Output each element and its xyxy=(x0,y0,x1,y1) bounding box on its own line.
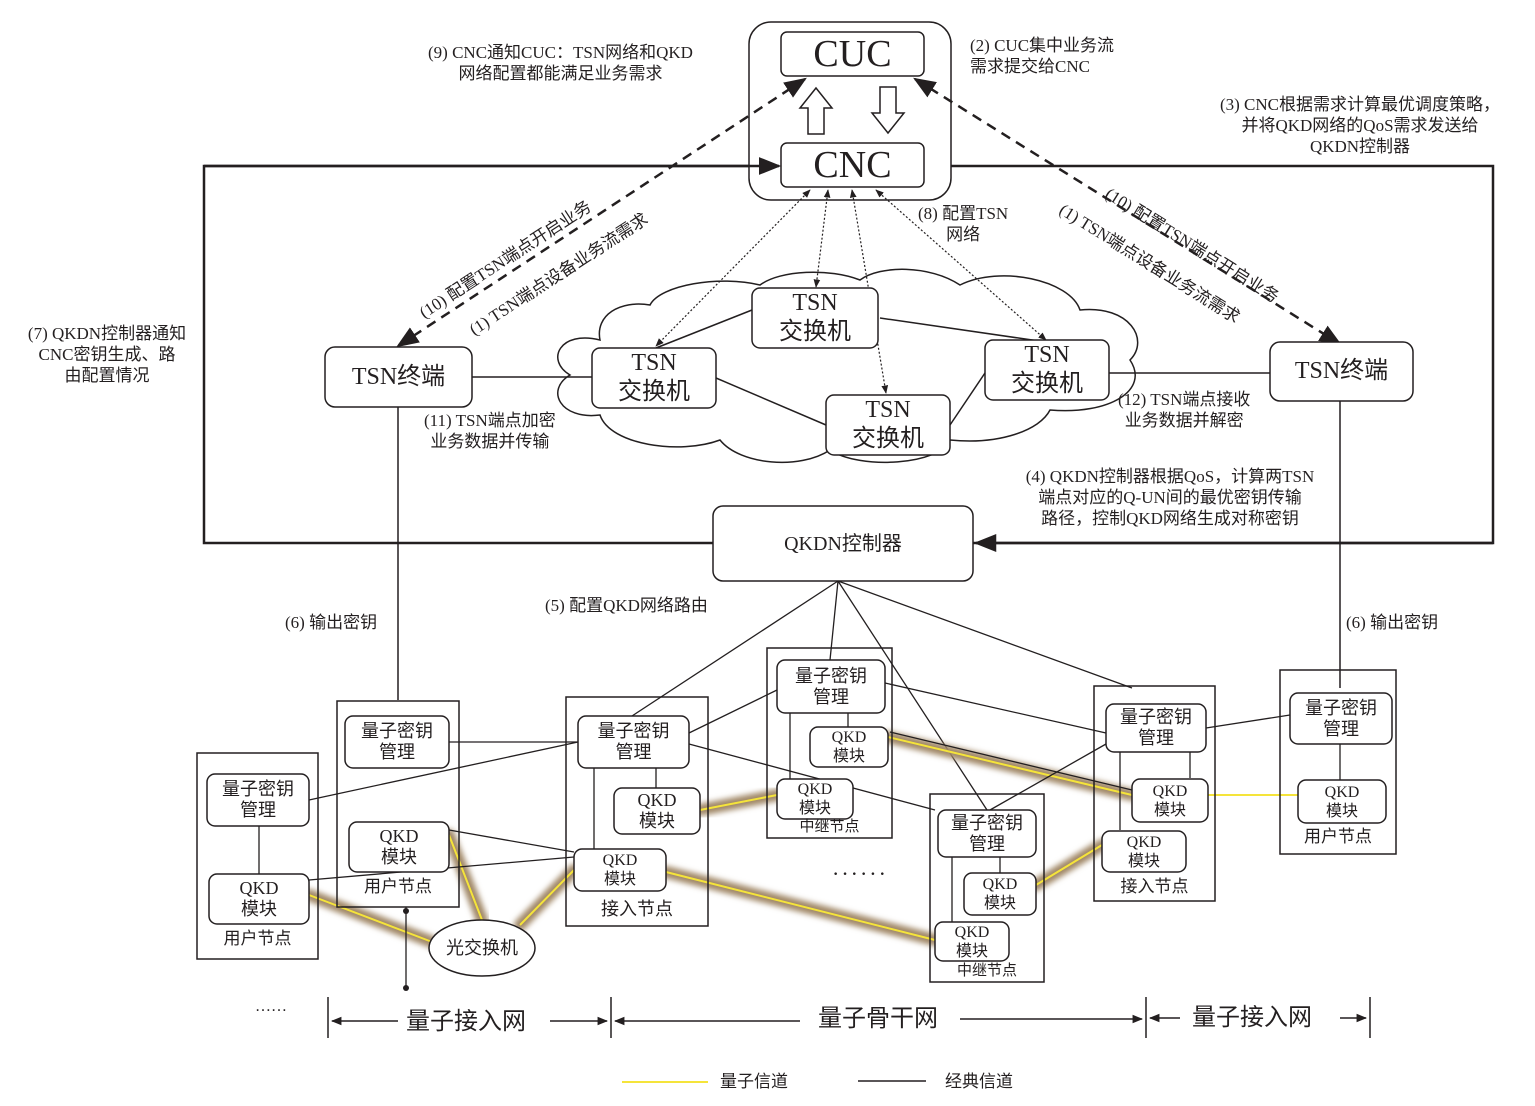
key-management-4-label: 量子密钥 管理 xyxy=(795,665,867,707)
step-5-label: (5) 配置QKD网络路由 xyxy=(545,596,708,615)
quantum-channels xyxy=(303,731,1304,951)
classical-links xyxy=(258,682,1341,988)
dotted-config-arrows xyxy=(655,189,1047,394)
tsn-switch-1-box[interactable] xyxy=(591,347,717,409)
dots-ellipsis: ······ xyxy=(832,861,888,886)
key-management-7-label: 量子密钥 管理 xyxy=(1305,697,1377,739)
step-2-label: (2) CUC集中业务流 需求提交给CNC xyxy=(970,36,1115,76)
quantum-channel-1 xyxy=(308,894,441,946)
node-containers xyxy=(196,647,1397,983)
user-node-3-caption: 用户节点 xyxy=(1304,827,1372,846)
segment-access-left-label: 量子接入网 xyxy=(406,1009,526,1035)
qkdn-control-links xyxy=(631,580,1133,811)
optical-switch-label: 光交换机 xyxy=(446,938,518,958)
access-node-2-caption: 接入节点 xyxy=(1120,877,1189,896)
qkdn-controller-label: QKDN控制器 xyxy=(784,532,902,555)
qkd-module-3-label: QKD 模块 xyxy=(602,852,638,888)
dashed-arrow-cuc-left-endpoint xyxy=(396,77,807,348)
qkd-module-5-label: QKD 模块 xyxy=(797,781,833,817)
segment-access-right-label: 量子接入网 xyxy=(1192,1005,1312,1031)
key-management-2-label: 量子密钥 管理 xyxy=(361,721,433,762)
key-management-1-label: 量子密钥 管理 xyxy=(222,779,294,820)
qkd-module-8-box[interactable] xyxy=(963,872,1037,916)
key-management-2-box[interactable] xyxy=(344,715,450,769)
qkd-module-2-label: QKD 模块 xyxy=(379,826,419,867)
key-management-1-box[interactable] xyxy=(206,773,310,827)
qkd-module-10-label: QKD 模块 xyxy=(1152,782,1188,819)
key-management-5-box[interactable] xyxy=(937,809,1037,858)
qkd-module-2-box[interactable] xyxy=(348,821,450,873)
qkd-module-1-label: QKD 模块 xyxy=(239,878,279,919)
key-management-7-box[interactable] xyxy=(1289,692,1393,745)
step-9-label: (9) CNC通知CUC：TSN网络和QKD 网络配置都能满足业务需求 xyxy=(428,43,693,83)
junction-dot-top xyxy=(403,908,409,914)
left-ellipsis: …… xyxy=(255,998,287,1015)
qkd-module-10-box[interactable] xyxy=(1131,778,1209,823)
step-3-label: (3) CNC根据需求计算最优调度策略， 并将QKD网络的QoS需求发送给 QK… xyxy=(1219,95,1501,156)
tsn-switch-2-box[interactable] xyxy=(751,287,879,349)
step-4-label: (4) QKDN控制器根据QoS，计算两TSN 端点对应的Q-UN间的最优密钥传… xyxy=(1025,467,1315,528)
quantum-channel-8 xyxy=(1035,844,1103,886)
qkd-module-4-label: QKD 模块 xyxy=(637,790,677,831)
qkd-module-8-label: QKD 模块 xyxy=(982,876,1018,912)
legend-classical-label: 经典信道 xyxy=(945,1072,1013,1091)
step-11-label: (11) TSN端点加密 业务数据并传输 xyxy=(424,411,556,451)
cuc-box[interactable] xyxy=(780,31,925,77)
cuc-label: CUC xyxy=(813,33,892,75)
qkd-module-6-box[interactable] xyxy=(809,726,889,768)
user-node-1-caption: 用户节点 xyxy=(223,929,292,948)
dashed-arrow-cuc-right-endpoint xyxy=(913,77,1342,346)
tsn-endpoint-left-label: TSN终端 xyxy=(351,363,446,390)
qkdn-controller-box[interactable] xyxy=(712,505,974,582)
qkd-module-9-label: QKD 模块 xyxy=(1126,833,1162,870)
tsn-switch-2-label: TSN 交换机 xyxy=(779,290,851,345)
tsn-switch-4-box[interactable] xyxy=(984,339,1110,401)
qkd-module-6-label: QKD 模块 xyxy=(831,729,867,765)
quantum-channel-6 xyxy=(887,736,1133,796)
tsn-endpoint-right-box[interactable] xyxy=(1269,341,1414,402)
step-6-right-label: (6) 输出密钥 xyxy=(1346,613,1439,632)
tsn-switch-3-box[interactable] xyxy=(825,394,951,456)
tsn-endpoint-right-label: TSN终端 xyxy=(1294,358,1389,384)
qkd-module-9-box[interactable] xyxy=(1101,830,1187,873)
step-8-label: (8) 配置TSN 网络 xyxy=(918,204,1009,244)
junction-dot-bottom xyxy=(403,985,409,991)
step-7-label: (7) QKDN控制器通知 CNC密钥生成、路 由配置情况 xyxy=(27,324,187,385)
tsn-switch-4-label: TSN 交换机 xyxy=(1011,342,1083,397)
qkd-module-11-box[interactable] xyxy=(1297,779,1387,824)
qkd-module-1-box[interactable] xyxy=(208,873,310,925)
key-management-5-label: 量子密钥 管理 xyxy=(951,812,1023,854)
tsn-switch-1-label: TSN 交换机 xyxy=(618,350,690,405)
key-management-6-box[interactable] xyxy=(1105,703,1207,753)
step-12-label: (12) TSN端点接收 业务数据并解密 xyxy=(1118,390,1251,430)
relay-node-1-caption: 中继节点 xyxy=(799,819,860,835)
qkd-module-4-box[interactable] xyxy=(613,787,701,835)
qkd-module-3-box[interactable] xyxy=(573,848,667,892)
legend-quantum-label: 量子信道 xyxy=(720,1072,788,1091)
key-management-6-label: 量子密钥 管理 xyxy=(1120,707,1192,748)
tsn-switch-3-label: TSN 交换机 xyxy=(852,397,924,452)
quantum-channel-4 xyxy=(665,871,936,941)
segment-backbone-label: 量子骨干网 xyxy=(818,1006,938,1032)
key-management-3-box[interactable] xyxy=(577,715,690,769)
quantum-channel-3 xyxy=(519,869,575,926)
optical-switch-ellipse[interactable] xyxy=(428,919,536,977)
step-6-left-label: (6) 输出密钥 xyxy=(285,613,378,632)
quantum-channel-5 xyxy=(699,794,778,811)
qkd-module-7-label: QKD 模块 xyxy=(954,923,990,960)
user-node-2-caption: 用户节点 xyxy=(364,877,432,896)
access-node-1-caption: 接入节点 xyxy=(601,899,673,919)
relay-node-2-caption: 中继节点 xyxy=(956,963,1017,979)
down-hollow-arrow xyxy=(870,86,906,135)
key-management-3-label: 量子密钥 管理 xyxy=(597,721,670,762)
qkd-module-5-box[interactable] xyxy=(776,778,854,820)
segment-dimension-lines xyxy=(327,997,1371,1038)
cnc-label: CNC xyxy=(813,144,892,186)
key-management-4-box[interactable] xyxy=(776,659,886,714)
qkd-module-11-label: QKD 模块 xyxy=(1324,783,1360,820)
qkd-module-7-box[interactable] xyxy=(934,921,1010,962)
quantum-channel-2 xyxy=(448,834,483,921)
tsn-endpoint-left-box[interactable] xyxy=(324,346,473,408)
